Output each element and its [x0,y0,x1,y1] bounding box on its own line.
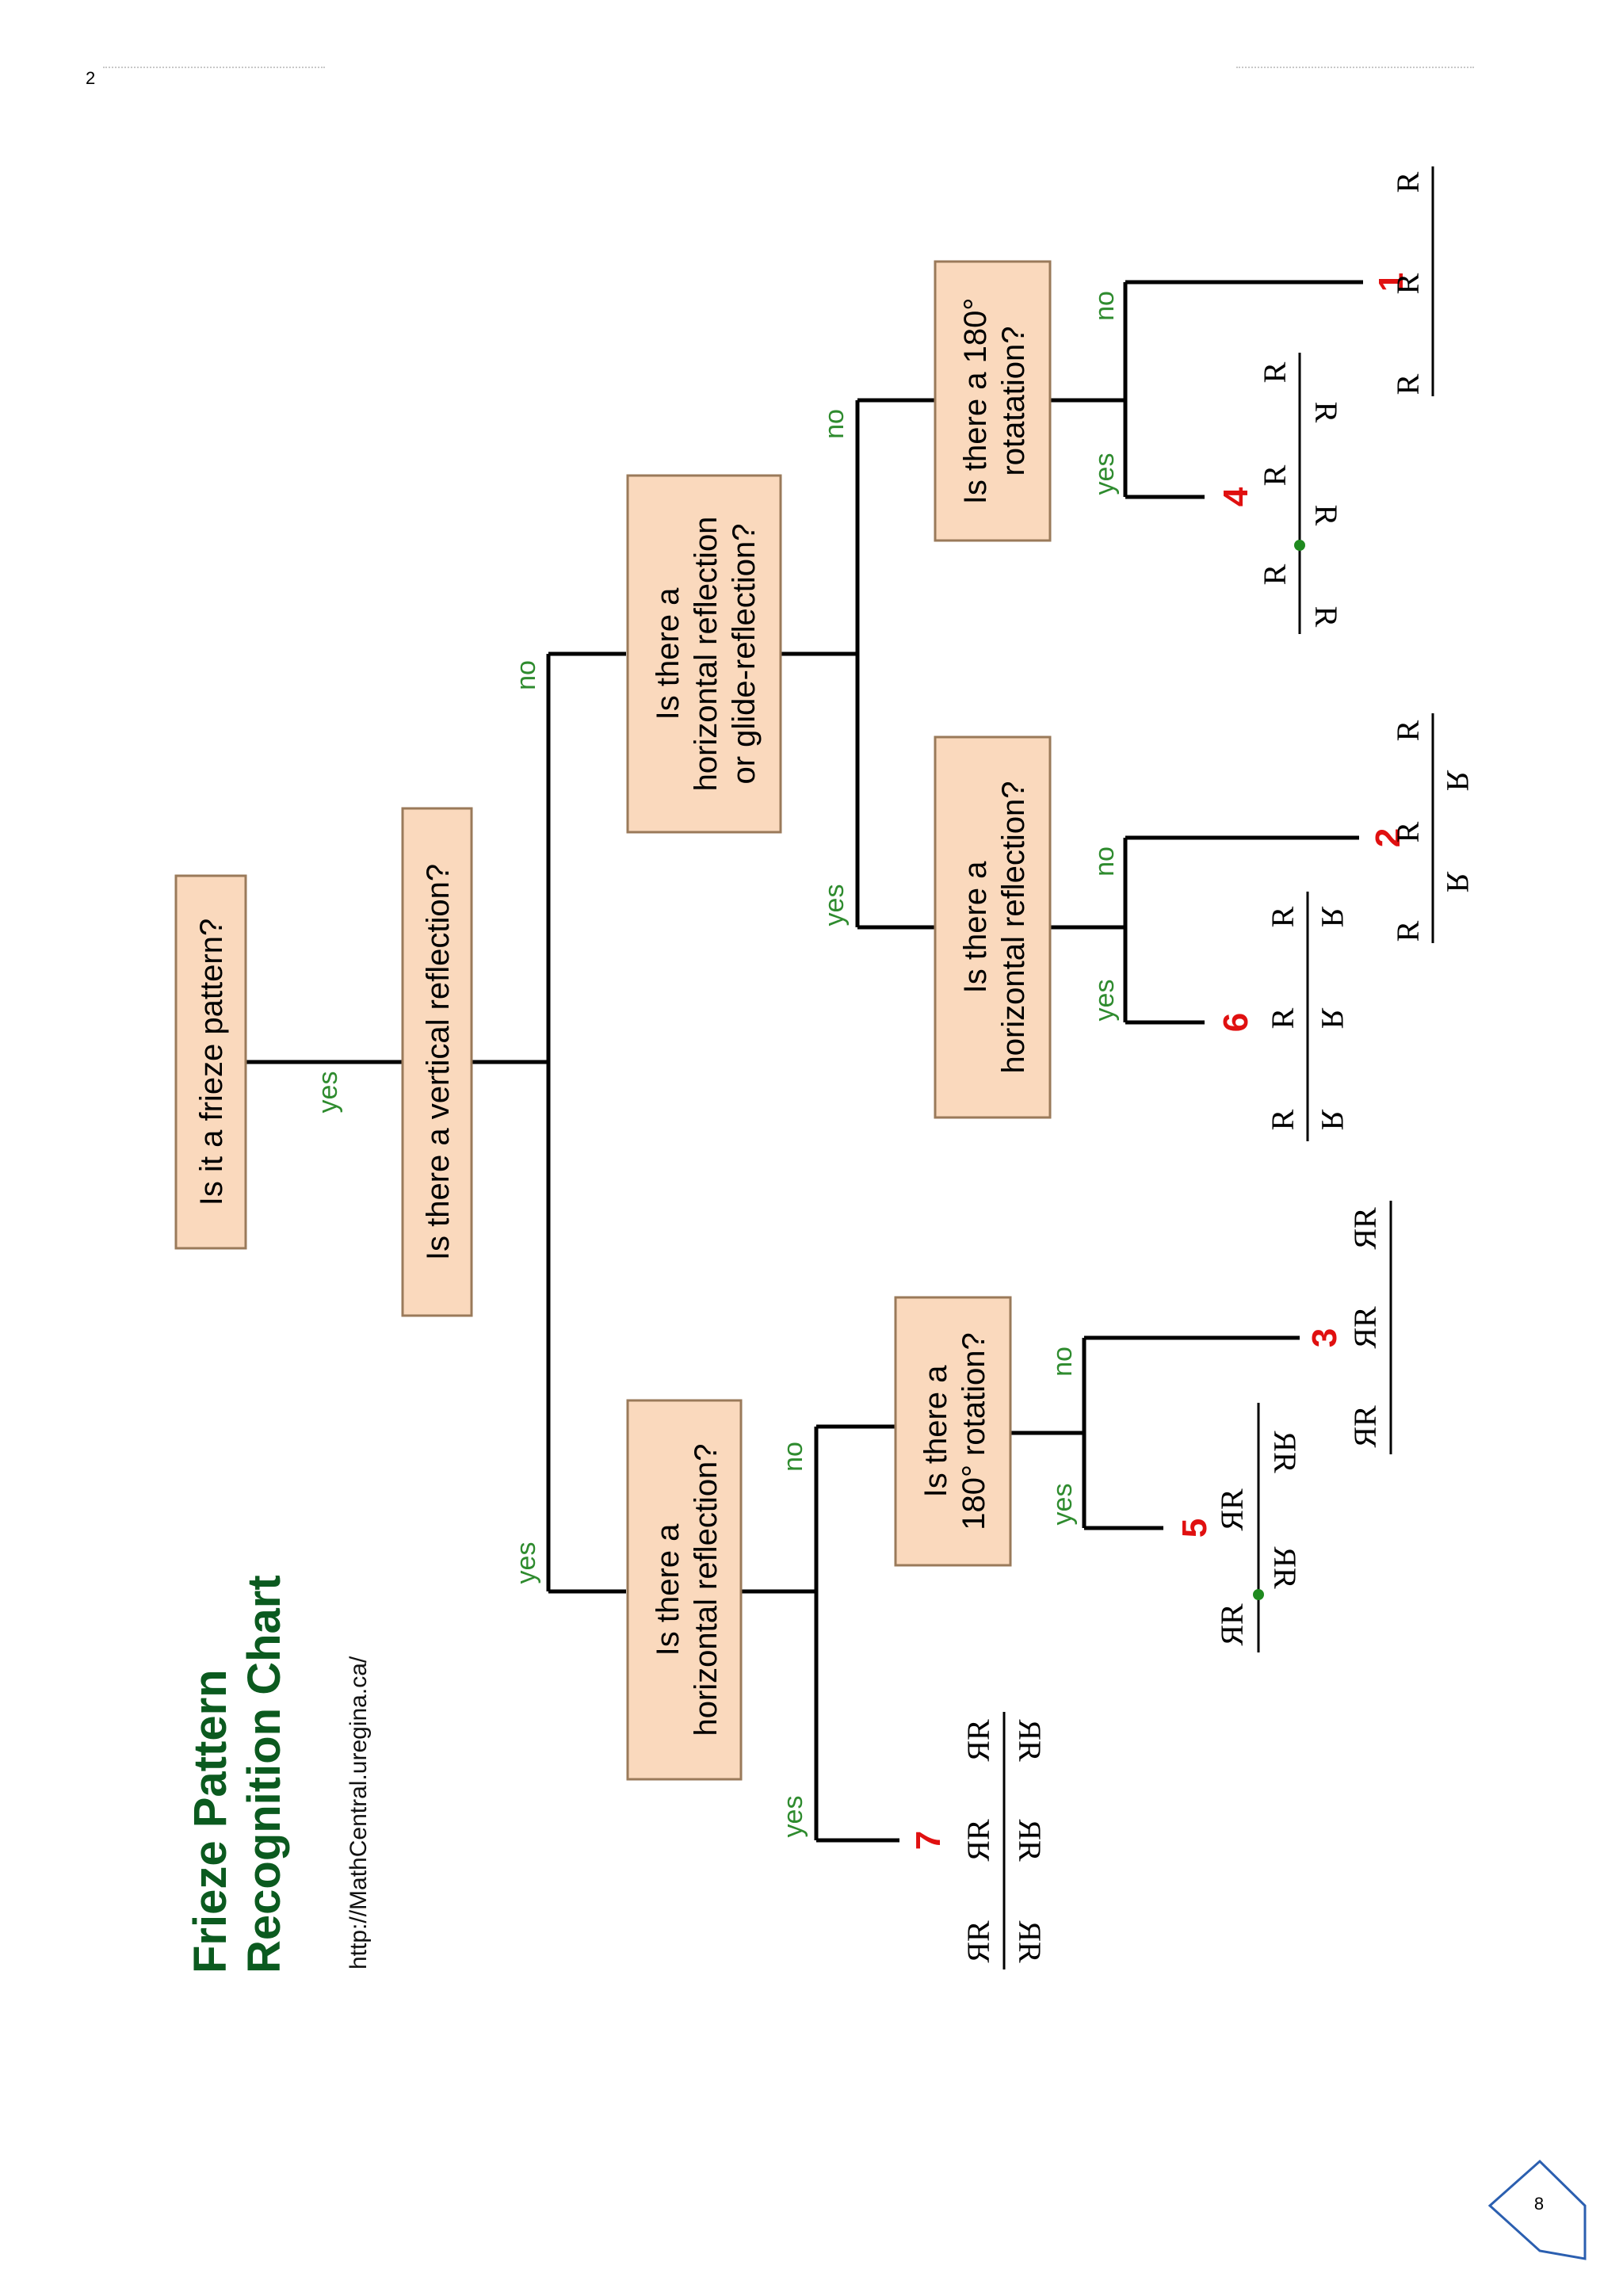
pattern-number-6: 6 [1216,1013,1255,1032]
branch-label-no: no [511,660,541,690]
pattern-number-5: 5 [1175,1519,1214,1538]
question-horizontal-glide-line2: horizontal reflection [689,517,724,792]
question-box-rotation-left: Is there a 180° rotation? [894,1296,1012,1567]
pattern-6-glyph: R [1315,1109,1350,1130]
question-frieze-text: Is it a frieze pattern? [194,919,229,1205]
pattern-6-glyph: R [1315,1007,1350,1029]
chart-title: Frieze Pattern Recognition Chart [185,1575,290,1973]
pattern-illustration-3: ЯR ЯR ЯR [1347,1201,1392,1454]
question-rotation-right-line2: rotatation? [996,326,1031,476]
page-number-tag: 8 [1487,2159,1587,2260]
branch-label-no: no [778,1442,808,1472]
page-number: 8 [1534,2194,1544,2214]
pattern-illustration-2: R R R R R [1390,713,1476,943]
branch-label-yes: yes [819,884,850,926]
pattern-illustration-6: R R R R R R [1265,892,1350,1141]
pattern-number-2: 2 [1369,828,1407,847]
header-faint-text-right [1236,67,1474,73]
branch-label-yes: yes [313,1072,343,1114]
question-box-horizontal-right: Is there a horizontal reflection? [934,735,1052,1119]
header-faint-text [103,67,325,73]
pattern-4-glyph: R [1308,402,1344,423]
pattern-6-glyph: R [1265,1109,1300,1130]
pattern-illustration-1: R R R [1390,166,1434,396]
pattern-6-glyph: R [1265,906,1300,927]
pattern-1-glyph: R [1390,171,1426,193]
question-horizontal-left-line1: Is there a [651,1523,685,1656]
pattern-number-4: 4 [1216,487,1255,506]
pattern-illustration-4: R R R R R R [1257,353,1344,634]
branch-label-no: no [1090,291,1120,321]
pattern-2-glyph: R [1440,871,1476,892]
question-vertical-text: Is there a vertical reflection? [421,864,456,1260]
pattern-7-glyph: ЯR [1012,1819,1048,1862]
pattern-4-glyph: R [1257,361,1293,383]
pattern-5-glyph: ЯR [1267,1431,1303,1473]
pattern-number-3: 3 [1305,1328,1344,1347]
question-horizontal-glide-line3: or glide-reflection? [727,523,762,784]
branch-label-yes: yes [1090,980,1120,1022]
pattern-7-glyph: ЯR [960,1920,996,1963]
pattern-7-glyph: ЯR [960,1719,996,1762]
question-rotation-left-line1: Is there a [918,1365,953,1498]
pattern-number-7: 7 [909,1831,948,1850]
pattern-5-glyph: ЯR [1267,1546,1303,1589]
pattern-4-glyph: R [1257,464,1293,486]
pattern-2-glyph: R [1390,720,1426,741]
rotation-center-dot [1253,1589,1264,1600]
branch-label-no: no [819,409,850,439]
question-rotation-right-line1: Is there a 180° [958,298,993,505]
question-box-frieze: Is it a frieze pattern? [174,874,247,1250]
chart-title-line2: Recognition Chart [239,1575,290,1973]
pattern-2-glyph: R [1390,821,1426,842]
branch-label-yes: yes [778,1796,808,1838]
pattern-1-glyph: R [1390,273,1426,294]
pattern-4-glyph: R [1257,563,1293,585]
branch-label-yes: yes [1048,1484,1078,1526]
pattern-4-glyph: R [1308,505,1344,526]
pattern-5-glyph: ЯR [1214,1488,1250,1531]
pattern-3-glyph: ЯR [1347,1306,1383,1349]
chart-title-line1: Frieze Pattern [185,1669,236,1973]
pattern-6-glyph: R [1265,1007,1300,1029]
rotation-center-dot [1294,540,1305,551]
pattern-7-glyph: ЯR [1012,1920,1048,1963]
header-left-mark: 2 [86,68,96,88]
question-box-vertical: Is there a vertical reflection? [401,807,473,1317]
branch-label-yes: yes [1090,453,1120,495]
pattern-3-glyph: ЯR [1347,1207,1383,1250]
question-rotation-left-line2: 180° rotation? [957,1332,991,1530]
question-horizontal-right-line2: horizontal reflection? [996,781,1031,1073]
pattern-illustration-5: ЯR ЯR ЯR ЯR [1214,1403,1303,1652]
tree-connectors [246,280,1363,1843]
question-horizontal-glide-line1: Is there a [651,587,685,720]
question-box-rotation-right: Is there a 180° rotatation? [934,260,1052,542]
source-url: http://MathCentral.uregina.ca/ [346,1656,372,1969]
pattern-2-glyph: R [1440,770,1476,791]
pattern-3-glyph: ЯR [1347,1405,1383,1448]
question-box-horizontal-left: Is there a horizontal reflection? [626,1399,743,1781]
pattern-2-glyph: R [1390,920,1426,942]
pattern-1-glyph: R [1390,373,1426,395]
question-horizontal-right-line1: Is there a [958,861,993,994]
branch-label-yes: yes [511,1542,541,1584]
pattern-number-1: 1 [1372,273,1411,292]
question-horizontal-left-line2: horizontal reflection? [689,1443,724,1736]
pattern-6-glyph: R [1315,906,1350,927]
question-box-horizontal-glide: Is there a horizontal reflection or glid… [626,474,782,834]
pattern-5-glyph: ЯR [1214,1603,1250,1646]
pattern-4-glyph: R [1308,606,1344,628]
pattern-7-glyph: ЯR [1012,1719,1048,1762]
pattern-7-glyph: ЯR [960,1819,996,1862]
branch-label-no: no [1090,846,1120,877]
pattern-illustration-7: ЯR ЯR ЯR ЯR ЯR ЯR [960,1712,1048,1969]
branch-label-no: no [1048,1347,1078,1377]
